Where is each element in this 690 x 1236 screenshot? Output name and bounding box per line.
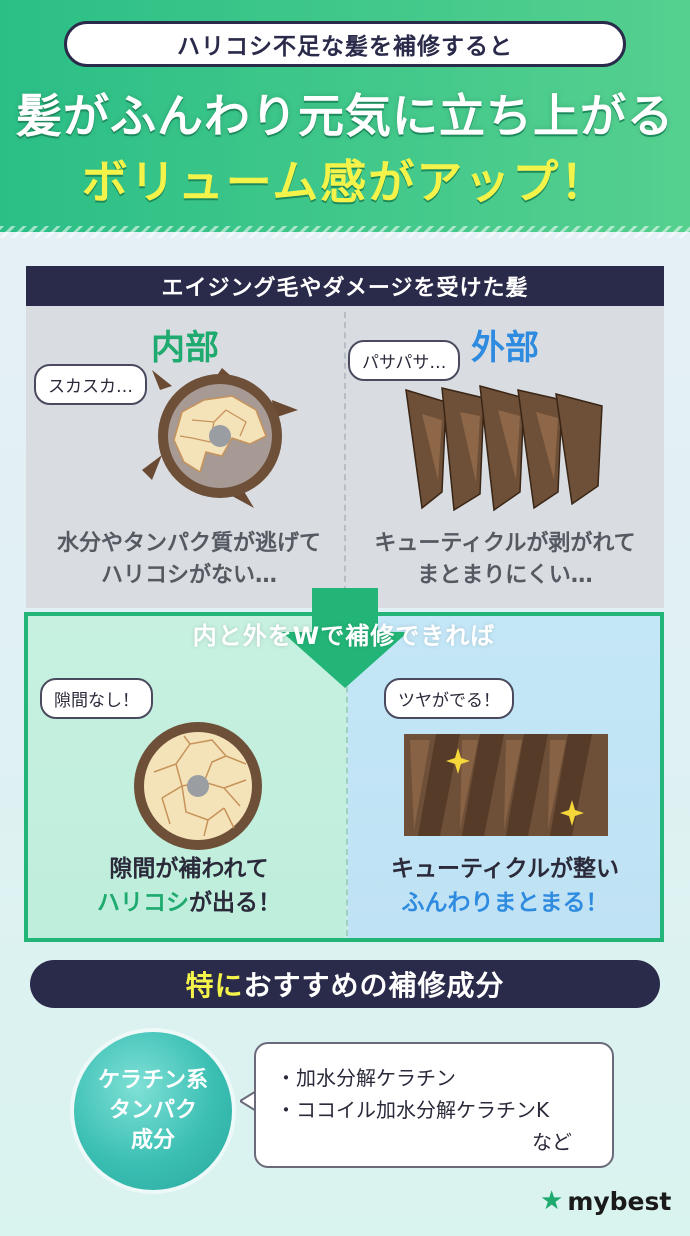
badge-line1: ケラチン系 xyxy=(97,1068,208,1093)
badge-line2: タンパク xyxy=(108,1098,197,1123)
inner-repaired-caption-line2: ハリコシが出る！ xyxy=(30,886,348,920)
inner-damage-bubble: スカスカ… xyxy=(34,364,147,405)
inner-repaired-caption-line1: 隙間が補われて xyxy=(109,856,269,882)
inner-repaired-emphasis: ハリコシ xyxy=(97,890,189,916)
ingredient-item: ・加水分解ケラチン xyxy=(276,1066,456,1090)
repaired-hair-panel: 隙間なし！ ツヤがでる！ 隙間が補われて ハリコシが出る！ キューティクルが整い… xyxy=(24,612,664,942)
logo-text: mybest xyxy=(567,1186,672,1216)
recommended-ingredients-bar: 特におすすめの補修成分 xyxy=(30,960,660,1008)
inner-title: 内部 xyxy=(151,328,219,368)
ingredient-list-box: ・加水分解ケラチン ・ココイル加水分解ケラチンK など xyxy=(254,1042,614,1168)
recommended-highlight: 特に xyxy=(185,969,244,1002)
ingredient-item: ・ココイル加水分解ケラチンK xyxy=(276,1098,550,1122)
sparkle-icon xyxy=(560,800,584,826)
sparkle-icon xyxy=(446,748,470,774)
column-divider xyxy=(346,656,348,936)
recommended-title: おすすめの補修成分 xyxy=(243,969,505,1002)
outer-damage-caption: キューティクルが剥がれて まとまりにくい… xyxy=(346,528,664,592)
header-stripe-divider xyxy=(0,226,690,238)
inner-repaired-caption-rest: が出る！ xyxy=(189,890,281,916)
repaired-hair-cross-section-icon xyxy=(134,722,262,850)
outer-repaired-caption-line1: キューティクルが整い xyxy=(391,856,619,882)
outer-damage-bubble: パサパサ… xyxy=(348,340,461,381)
badge-line3: 成分 xyxy=(130,1128,175,1153)
mybest-logo: ★ mybest xyxy=(540,1186,671,1216)
damaged-hair-cross-section-icon xyxy=(142,368,298,508)
repaired-cuticle-icon xyxy=(404,734,608,836)
subheadline: ボリューム感がアップ！ xyxy=(81,155,609,209)
column-divider xyxy=(344,312,346,602)
repair-title: 内と外をWで補修できれば xyxy=(192,622,496,650)
star-icon: ★ xyxy=(540,1186,564,1216)
outer-damage-caption-line2: まとまりにくい… xyxy=(417,563,593,588)
etc-label: など xyxy=(532,1130,572,1154)
inner-damage-caption: 水分やタンパク質が逃げて ハリコシがない… xyxy=(30,528,348,592)
damaged-cuticle-icon xyxy=(405,384,603,512)
damaged-hair-panel: エイジング毛やダメージを受けた髪 内部 外部 スカスカ… パサパサ… xyxy=(26,266,664,608)
damaged-panel-title: エイジング毛やダメージを受けた髪 xyxy=(26,266,664,306)
outer-damage-caption-line1: キューティクルが剥がれて xyxy=(374,531,636,556)
outer-repaired-bubble: ツヤがでる！ xyxy=(384,678,514,719)
inner-damage-caption-line1: 水分やタンパク質が逃げて xyxy=(56,531,321,556)
intro-pill: ハリコシ不足な髪を補修すると xyxy=(64,21,626,67)
arrow-down-icon xyxy=(282,588,408,688)
outer-repaired-emphasis: ふんわりまとまる！ xyxy=(401,890,609,916)
inner-repaired-caption: 隙間が補われて ハリコシが出る！ xyxy=(30,852,348,920)
headline: 髪がふんわり元気に立ち上がる xyxy=(16,89,674,143)
outer-title: 外部 xyxy=(471,328,539,368)
inner-repaired-bubble: 隙間なし！ xyxy=(40,678,153,719)
keratin-badge: ケラチン系 タンパク 成分 xyxy=(74,1032,232,1190)
inner-damage-caption-line2: ハリコシがない… xyxy=(100,563,277,588)
outer-repaired-caption: キューティクルが整い ふんわりまとまる！ xyxy=(346,852,664,920)
